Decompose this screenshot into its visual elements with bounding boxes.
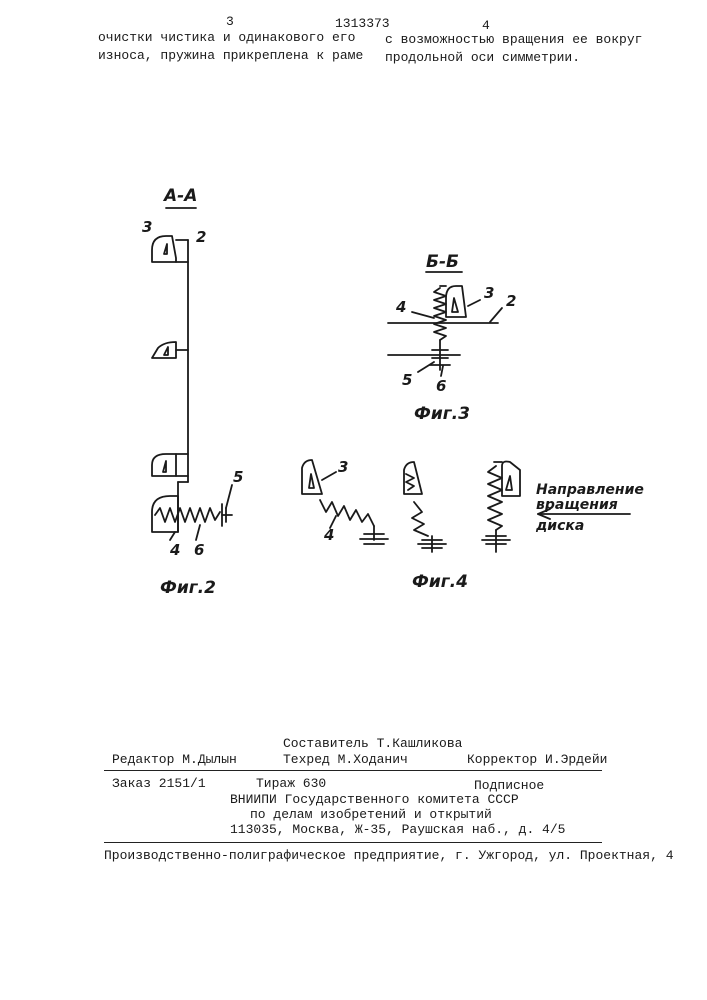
imprint-org-line-1: ВНИИПИ Государственного комитета СССР	[230, 792, 519, 807]
imprint-circulation: Тираж 630	[256, 776, 326, 791]
imprint-techred: Техред М.Ходанич	[283, 752, 408, 767]
imprint-org-line-2: по делам изобретений и открытий	[250, 807, 492, 822]
fig2-drawing	[152, 208, 232, 540]
fig3-label-frame: 2	[506, 292, 516, 310]
imprint-rule-top	[104, 770, 602, 771]
fig2-label-bracket: 5	[233, 468, 243, 486]
fig2-label-scraper: 3	[142, 218, 152, 236]
fig3-label-scraper: 3	[484, 284, 494, 302]
fig4-caption: Фиг.4	[412, 572, 468, 592]
fig4-label-scraper: 3	[338, 458, 348, 476]
fig3-label-bracket: 5	[402, 371, 412, 389]
imprint-rule-bottom	[104, 842, 602, 843]
imprint-editor: Редактор М.Дылын	[112, 752, 237, 767]
imprint-org-line-3: 113035, Москва, Ж-35, Раушская наб., д. …	[230, 822, 565, 837]
imprint-compiler: Составитель Т.Кашликова	[283, 736, 462, 751]
fig2-label-frame: 2	[196, 228, 206, 246]
fig3-label-spring: 4	[396, 298, 406, 316]
imprint-order: Заказ 2151/1	[112, 776, 206, 791]
direction-label-line-3: диска	[536, 518, 584, 534]
imprint-corrector: Корректор И.Эрдейи	[467, 752, 607, 767]
direction-label-line-2: вращения	[536, 497, 618, 513]
fig2-caption: Фиг.2	[160, 578, 216, 598]
fig3-caption: Фиг.3	[414, 404, 470, 424]
fig2-label-spring: 4	[170, 541, 180, 559]
fig2-label-axis: 6	[194, 541, 204, 559]
direction-label-line-1: Направление	[536, 482, 644, 498]
fig3-label-axis: 6	[436, 377, 446, 395]
imprint-printer: Производственно-полиграфическое предприя…	[104, 848, 674, 863]
fig4-label-spring: 4	[324, 526, 334, 544]
fig3-section-label: Б-Б	[426, 252, 459, 272]
imprint-subscription: Подписное	[474, 778, 544, 793]
fig2-section-label: А-А	[164, 186, 197, 206]
